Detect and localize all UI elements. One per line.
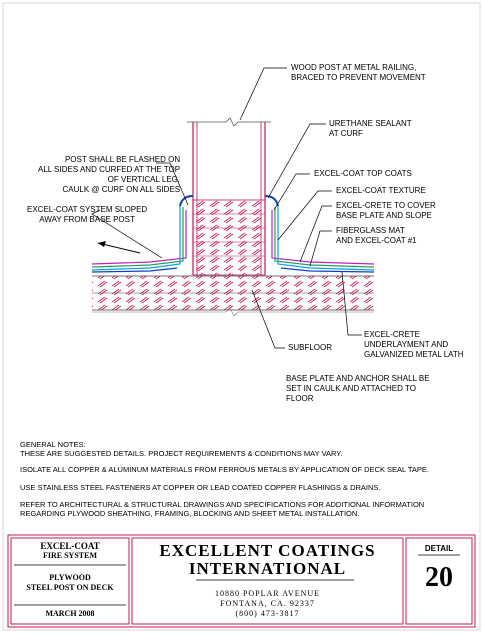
note-4: REFER TO ARCHITECTURAL & STRUCTURAL DRAW… <box>20 500 425 518</box>
company-phone: (800) 473-3817 <box>235 609 300 618</box>
company-address-1: 10880 POPLAR AVENUE <box>214 589 321 598</box>
note-2: ISOLATE ALL COPPER & ALUMINUM MATERIALS … <box>20 465 429 474</box>
callout-base-plate: BASE PLATE AND ANCHOR SHALL BE SET IN CA… <box>286 374 430 403</box>
callout-post-flashed: POST SHALL BE FLASHED ON ALL SIDES AND C… <box>38 155 181 194</box>
callout-urethane-sealant: URETHANE SEALANT AT CURF <box>329 119 412 138</box>
title-block-frame <box>7 534 476 628</box>
date-label: MARCH 2008 <box>45 609 95 618</box>
callout-top-coats: EXCEL-COAT TOP COATS <box>314 169 412 178</box>
callout-underlayment: EXCEL-CRETE UNDERLAYMENT AND GALVANIZED … <box>364 330 464 359</box>
callout-excel-crete-cover: EXCEL-CRETE TO COVER BASE PLATE AND SLOP… <box>336 201 436 220</box>
company-name-line-1: EXCELLENT COATINGS <box>159 541 376 560</box>
slope-arrow <box>97 241 141 254</box>
company-name-line-2: INTERNATIONAL <box>188 559 347 578</box>
callout-fiberglass: FIBERGLASS MAT AND EXCEL-COAT #1 <box>336 226 417 245</box>
title-block-right-frame <box>405 537 473 625</box>
system-line-1: EXCEL-COAT <box>40 541 100 551</box>
title-block-left-frame <box>10 537 130 625</box>
subfloor-slab <box>92 275 374 311</box>
notes-heading: GENERAL NOTES: <box>20 440 86 449</box>
title-block-center-frame <box>131 537 404 625</box>
callout-texture: EXCEL-COAT TEXTURE <box>336 186 426 195</box>
detail-name-line-1: PLYWOOD <box>49 573 91 582</box>
coating-layers-left <box>91 205 187 273</box>
callout-subfloor: SUBFLOOR <box>288 343 333 352</box>
post-base-block <box>192 199 266 276</box>
company-address-2: FONTANA, CA. 92337 <box>220 599 315 608</box>
wood-post <box>187 117 271 275</box>
note-1: THESE ARE SUGGESTED DETAILS. PROJECT REQ… <box>20 449 343 458</box>
detail-name-line-2: STEEL POST ON DECK <box>26 583 114 592</box>
callout-wood-post: WOOD POST AT METAL RAILING, BRACED TO PR… <box>291 63 426 82</box>
detail-label: DETAIL <box>424 544 454 553</box>
detail-number: 20 <box>425 562 453 593</box>
leader-lines <box>91 67 362 349</box>
callout-system-sloped: EXCEL-COAT SYSTEM SLOPED AWAY FROM BASE … <box>27 205 148 224</box>
note-3: USE STAINLESS STEEL FASTENERS AT COPPER … <box>20 483 381 492</box>
system-line-2: FIRE SYSTEM <box>42 551 97 560</box>
coating-layers-right <box>271 205 375 273</box>
